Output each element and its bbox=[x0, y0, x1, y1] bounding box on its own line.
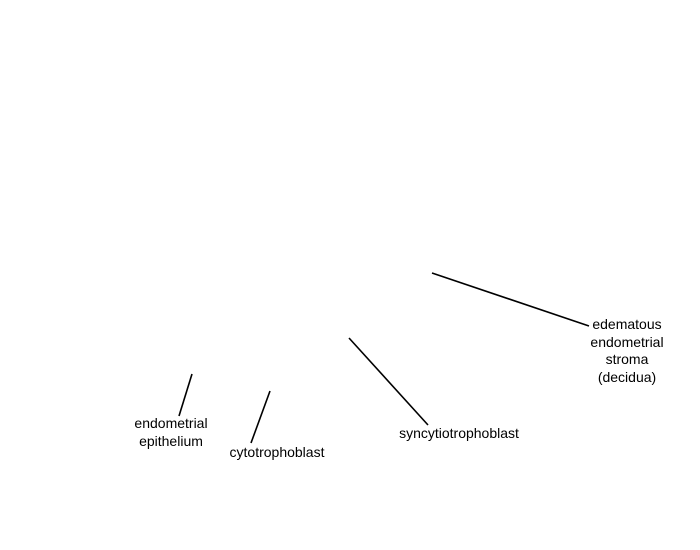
label-syncytiotrophoblast: syncytiotrophoblast bbox=[399, 425, 519, 443]
label-decidua: edematous endometrial stroma (decidua) bbox=[590, 316, 663, 386]
label-decidua-line-3: stroma bbox=[605, 351, 649, 367]
label-endometrial-epithelium-line-2: epithelium bbox=[139, 432, 203, 449]
label-endometrial-epithelium: endometrial epithelium bbox=[134, 415, 207, 450]
label-endometrial-epithelium-line-1: endometrial bbox=[134, 415, 208, 431]
label-cytotrophoblast-line-1: cytotrophoblast bbox=[229, 444, 325, 460]
label-decidua-line-4: (decidua) bbox=[597, 368, 657, 385]
label-decidua-line-2: endometrial bbox=[590, 333, 664, 350]
label-cytotrophoblast: cytotrophoblast bbox=[230, 444, 325, 462]
leader-line-endometrial-epithelium bbox=[178, 373, 193, 417]
leader-line-syncytiotrophoblast bbox=[348, 337, 429, 426]
leader-line-decidua bbox=[431, 272, 590, 327]
label-decidua-line-1: edematous bbox=[592, 316, 662, 332]
label-syncytiotrophoblast-line-1: syncytiotrophoblast bbox=[399, 425, 519, 441]
leader-line-cytotrophoblast bbox=[250, 390, 271, 444]
